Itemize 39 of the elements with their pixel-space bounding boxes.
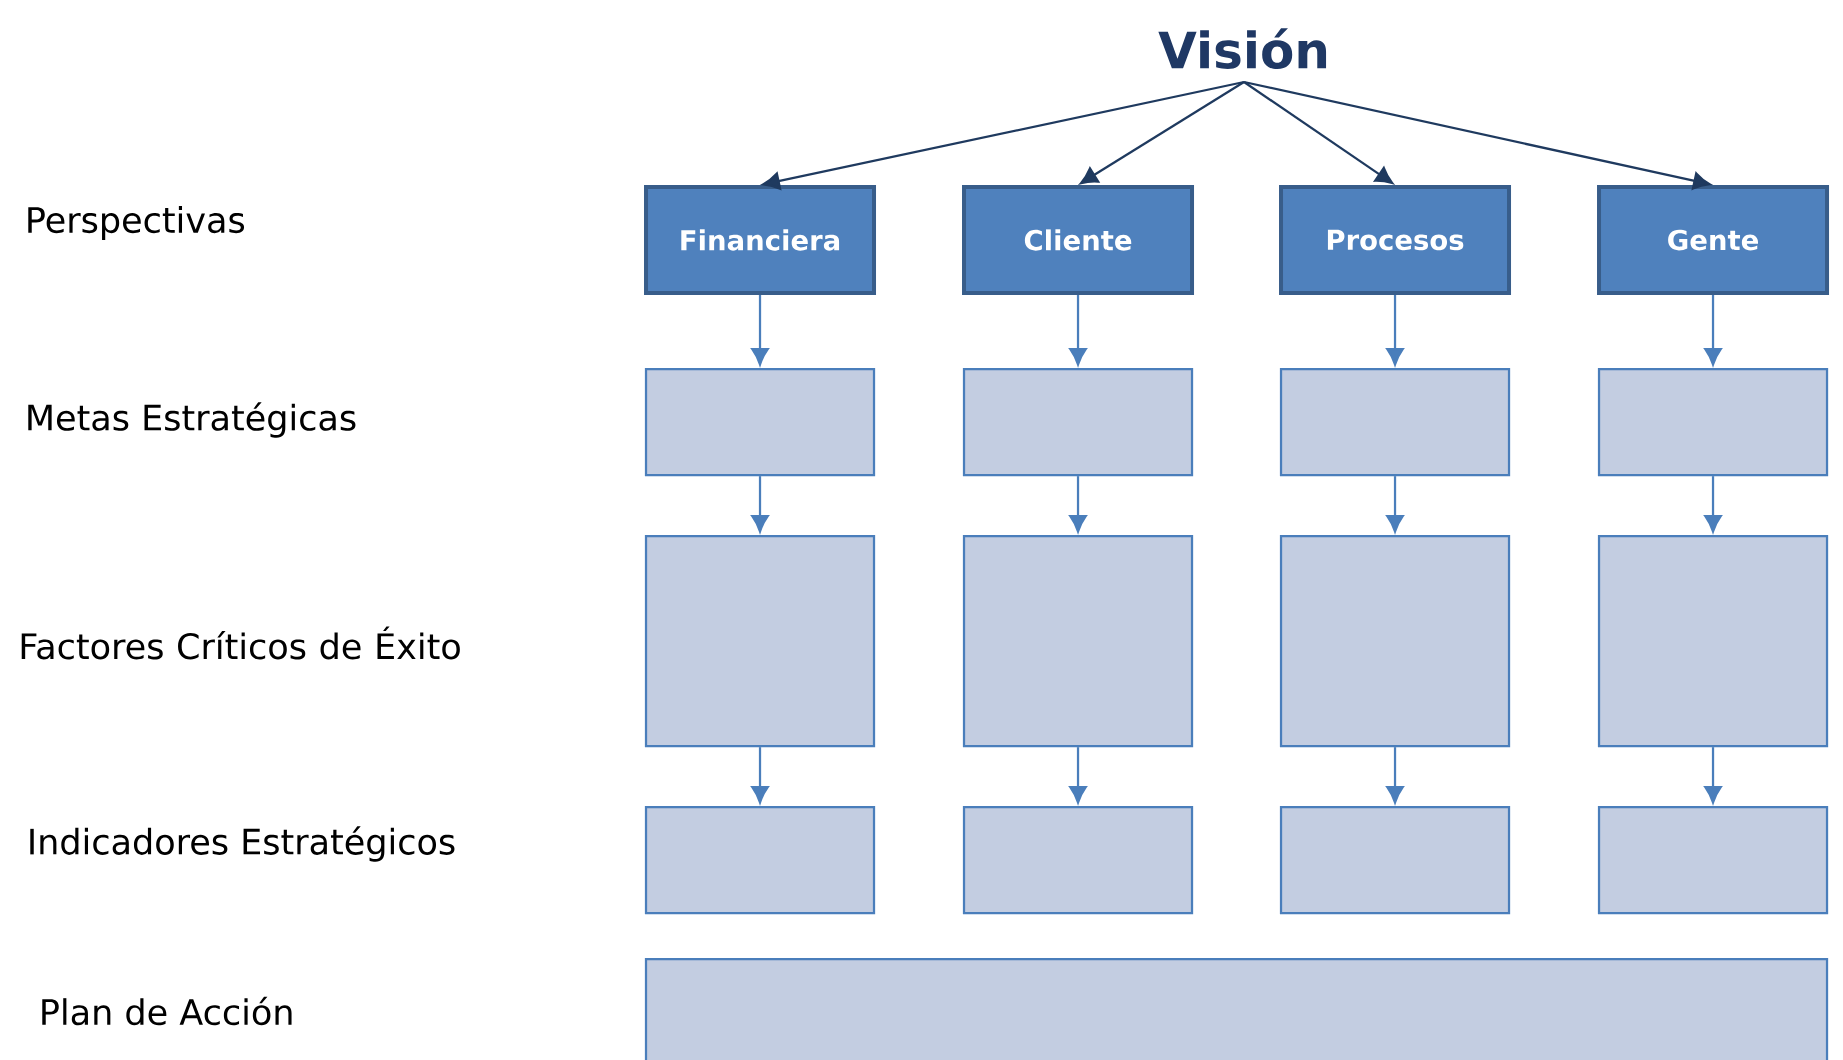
empty-box (1279, 367, 1511, 477)
arrow (1386, 295, 1404, 366)
perspective-box: Financiera (644, 185, 876, 295)
arrow (1386, 476, 1404, 533)
arrow (1069, 476, 1087, 533)
perspective-box: Gente (1597, 185, 1830, 295)
empty-box (1597, 367, 1829, 477)
row-label: Indicadores Estratégicos (30, 826, 455, 862)
arrow (1069, 295, 1087, 366)
arrow (1069, 747, 1087, 804)
arrow (1704, 476, 1722, 533)
perspective-box: Procesos (1279, 185, 1512, 295)
empty-box (644, 534, 876, 748)
row-label: Perspectivas (28, 206, 245, 240)
row-label: Metas Estratégicas (28, 402, 356, 438)
arrow (1243, 81, 1394, 185)
arrow (751, 476, 769, 533)
row-label: Factores Críticos de Éxito (21, 626, 460, 660)
empty-box (644, 367, 876, 477)
arrow (1704, 295, 1722, 366)
row-label: Plan de Acción (42, 996, 292, 1026)
arrow (1243, 80, 1711, 190)
empty-box (962, 805, 1194, 915)
title-text: Visión (1158, 28, 1327, 69)
empty-box (1279, 805, 1511, 915)
empty-box (962, 367, 1194, 477)
empty-box (1279, 534, 1511, 748)
empty-box (644, 805, 876, 915)
empty-box (1597, 805, 1829, 915)
arrow (762, 80, 1245, 190)
perspective-box: Cliente (962, 185, 1195, 295)
arrow (1386, 747, 1404, 804)
arrow (751, 295, 769, 366)
empty-box (1597, 534, 1829, 748)
arrow (1704, 747, 1722, 804)
arrow (1079, 81, 1245, 185)
empty-box (644, 957, 1829, 1060)
empty-box (962, 534, 1194, 748)
arrow (751, 747, 769, 804)
